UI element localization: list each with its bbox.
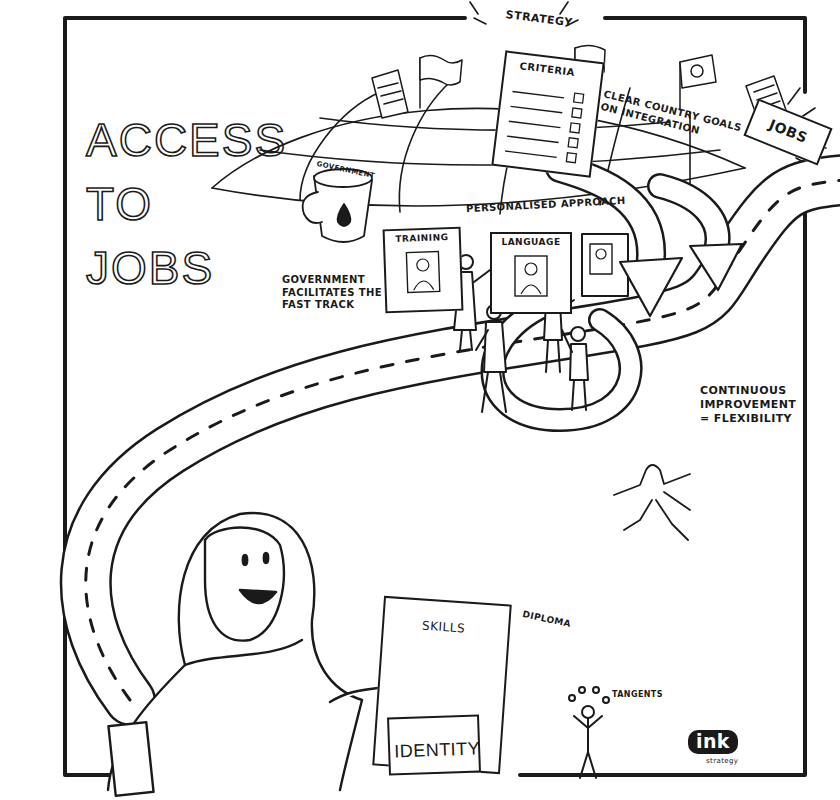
note-label: PERSONALISED APPROACH [466,195,626,216]
logo-mark: ink [688,730,738,754]
node-box: STRATEGYCRITERIA [491,50,604,177]
note-label: CONTINUOUS IMPROVEMENT = FLEXIBILITY [700,384,792,425]
frame [65,18,805,775]
node-text: STRATEGY [505,8,573,29]
node-box: JOBS [743,98,832,165]
figure-label: TANGENTS [612,690,663,700]
node-text: LANGUAGE [492,237,570,247]
node-text: CRITERIA [519,60,576,78]
node-text: TRAINING [385,232,459,245]
node-box: TRAINING [383,227,464,314]
node-box: LANGUAGE [490,232,572,314]
note-label: GOVERNMENT FACILITATES THE FAST TRACK [282,274,396,312]
government-mug [303,169,372,242]
node-text: JOBS [750,109,826,152]
node-box: IDENTITY [387,714,481,775]
logo-text: strategy [706,757,738,766]
woman-figure [108,513,378,796]
node-text: SKILLS [422,618,466,635]
node-text: IDENTITY [394,738,481,762]
title: ACCESS TO JOBS [86,108,286,300]
paper-label: DIPLOMA [521,609,571,630]
